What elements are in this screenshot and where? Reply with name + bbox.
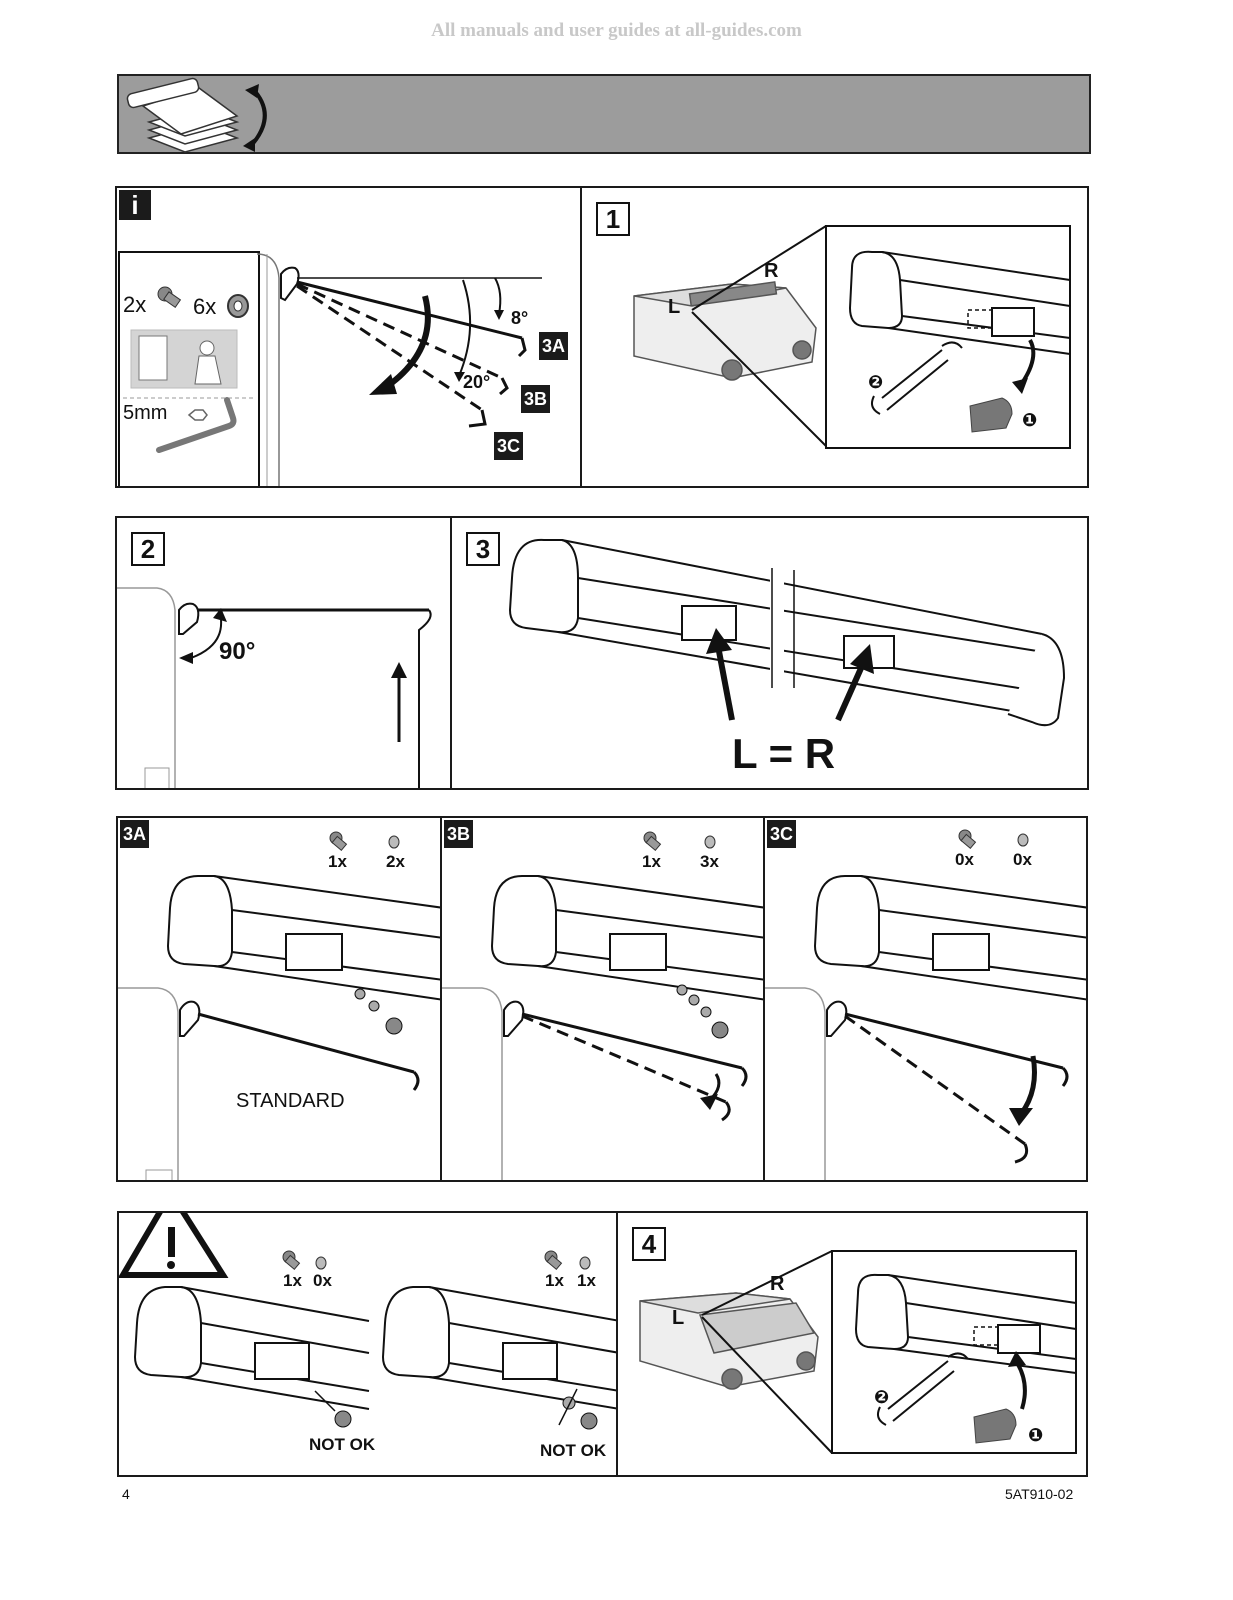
info-badge: i bbox=[119, 190, 151, 220]
step3b-washer-qty: 3x bbox=[700, 852, 719, 871]
step3c-screw-qty: 0x bbox=[955, 850, 974, 869]
step1-illustration bbox=[633, 225, 1071, 449]
warning-left-caption: NOT OK bbox=[309, 1435, 376, 1454]
washer-icon bbox=[227, 294, 249, 318]
screw-icon bbox=[643, 831, 662, 852]
warning-left-washer-qty: 0x bbox=[313, 1271, 332, 1290]
step3-illustration bbox=[508, 538, 1066, 727]
step3b-screw-qty: 1x bbox=[642, 852, 661, 871]
step3-badge: 3 bbox=[466, 532, 500, 566]
step3a-washer-qty: 2x bbox=[386, 852, 405, 871]
hex-key-size: 5mm bbox=[123, 402, 168, 424]
step4-right-label: R bbox=[770, 1273, 785, 1295]
washer-icon bbox=[388, 835, 400, 849]
watermark: All manuals and user guides at all-guide… bbox=[431, 20, 802, 41]
step4-illustration bbox=[639, 1250, 1077, 1454]
angle-small-label: 8° bbox=[511, 308, 529, 328]
warning-left-screw-qty: 1x bbox=[283, 1271, 302, 1290]
angle-diagram bbox=[118, 251, 542, 486]
warning-panel: 1x 0x NOT OK 1x 1x NOT OK bbox=[117, 1211, 618, 1477]
header-bar bbox=[117, 74, 1091, 154]
awning-adjust-icon bbox=[126, 77, 267, 153]
step3a-tag: 3A bbox=[120, 820, 150, 848]
step1-right-label: R bbox=[764, 260, 779, 282]
step4-badge: 4 bbox=[632, 1227, 666, 1261]
step1-panel: 1 R L ❷ ❶ bbox=[580, 186, 1089, 488]
warning-right-washer-qty: 1x bbox=[577, 1271, 596, 1290]
washer-icon bbox=[579, 1256, 591, 1270]
info-panel: i bbox=[115, 186, 582, 488]
step2-panel: 2 90° bbox=[115, 516, 452, 790]
washer-icon bbox=[1017, 833, 1029, 847]
warning-right-screw-qty: 1x bbox=[545, 1271, 564, 1290]
step3c-washer-qty: 0x bbox=[1013, 850, 1032, 869]
step3-equation: L = R bbox=[732, 730, 836, 777]
step4-left-label: L bbox=[672, 1307, 685, 1329]
wrench-icon bbox=[887, 1360, 955, 1422]
screw-icon bbox=[544, 1250, 563, 1271]
screw-icon bbox=[329, 831, 348, 852]
washer-icon bbox=[704, 835, 716, 849]
camper-van-icon bbox=[639, 1292, 819, 1390]
step3c-illustration bbox=[765, 829, 1086, 1180]
step3a-panel: 3A 1x 2x STANDARD bbox=[116, 816, 442, 1182]
tag-3b: 3B bbox=[521, 385, 551, 413]
step1-badge: 1 bbox=[596, 202, 630, 236]
step3b-panel: 3B 1x 3x bbox=[440, 816, 765, 1182]
tag-3a: 3A bbox=[539, 332, 569, 360]
screw-icon bbox=[282, 1250, 301, 1271]
screw-icon bbox=[958, 829, 977, 850]
step2-illustration bbox=[117, 587, 432, 788]
warning-right-caption: NOT OK bbox=[540, 1441, 607, 1460]
step3c-panel: 3C 0x 0x bbox=[763, 816, 1088, 1182]
page-number: 4 bbox=[122, 1486, 130, 1502]
step3a-illustration bbox=[118, 831, 440, 1180]
angle-large-label: 20° bbox=[463, 372, 491, 392]
qty-screw: 2x bbox=[123, 292, 147, 317]
end-cap-icon bbox=[973, 1408, 1017, 1444]
step1-left-label: L bbox=[668, 296, 681, 318]
step3b-tag: 3B bbox=[444, 820, 474, 848]
step3a-caption: STANDARD bbox=[236, 1090, 345, 1112]
document-code: 5AT910-02 bbox=[1005, 1486, 1074, 1502]
wrench-icon bbox=[881, 349, 949, 411]
step2-badge: 2 bbox=[131, 532, 165, 566]
step1-callout-1: ❶ bbox=[1022, 410, 1038, 430]
step4-panel: 4 R L ❷ ❶ bbox=[616, 1211, 1088, 1477]
hex-key-icon bbox=[156, 397, 237, 453]
step3a-screw-qty: 1x bbox=[328, 852, 347, 871]
screw-icon bbox=[157, 286, 182, 308]
end-cap-icon bbox=[969, 397, 1013, 433]
warning-illustration bbox=[119, 1213, 616, 1430]
step3c-tag: 3C bbox=[767, 820, 797, 848]
step4-callout-2: ❷ bbox=[874, 1387, 890, 1407]
camper-van-icon bbox=[633, 281, 817, 381]
step1-callout-2: ❷ bbox=[868, 372, 884, 392]
step3-panel: 3 L = R bbox=[450, 516, 1089, 790]
step2-angle-label: 90° bbox=[219, 638, 256, 665]
step4-callout-1: ❶ bbox=[1028, 1425, 1044, 1445]
qty-washer: 6x bbox=[193, 294, 217, 319]
tag-3c: 3C bbox=[494, 432, 524, 460]
step3b-illustration bbox=[442, 831, 763, 1180]
washer-icon bbox=[315, 1256, 327, 1270]
warning-triangle-icon bbox=[119, 1213, 229, 1278]
